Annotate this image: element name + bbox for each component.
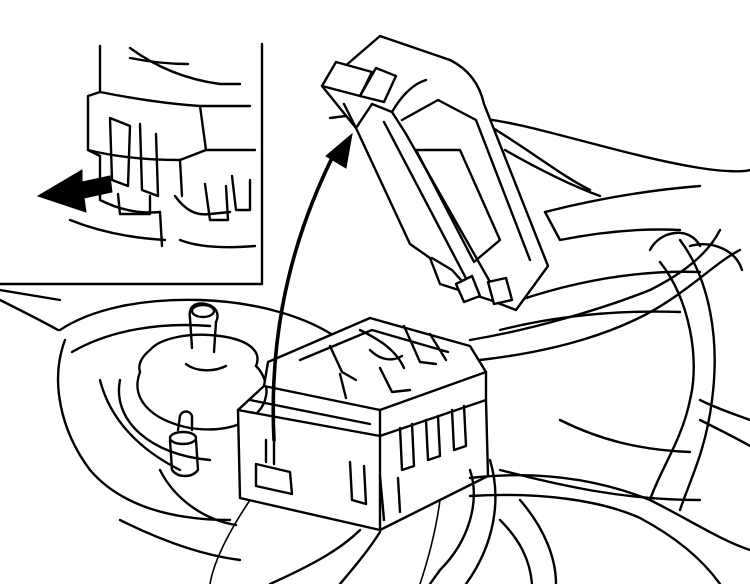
fuse-box-cover	[320, 34, 550, 312]
arrow-icon	[36, 169, 113, 213]
wire-harness	[209, 228, 750, 584]
curved-arrow-icon	[271, 132, 353, 442]
strut-mount	[117, 302, 268, 478]
engine-bay-background	[0, 111, 750, 562]
detail-inset	[0, 42, 264, 286]
